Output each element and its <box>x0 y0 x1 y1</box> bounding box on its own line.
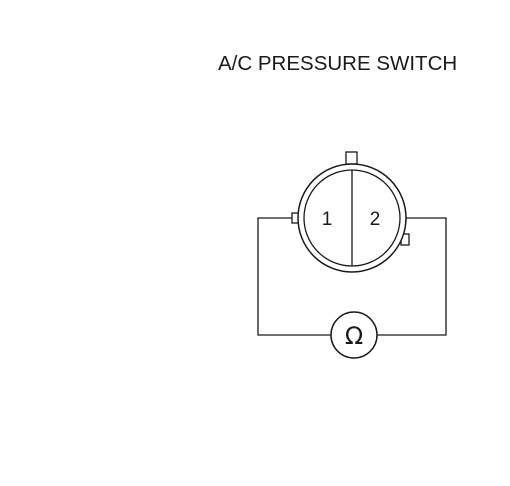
ohmmeter-circle <box>330 311 378 359</box>
ohm-symbol: Ω <box>345 322 363 350</box>
pin-2-label: 2 <box>370 209 381 230</box>
wire-left <box>257 217 331 336</box>
connector-top-tab <box>345 151 358 165</box>
pin-1-label: 1 <box>322 209 333 230</box>
ohmmeter-icon: Ω <box>330 311 378 359</box>
pressure-switch-connector: 1 2 <box>291 151 410 273</box>
wire-right <box>377 217 447 336</box>
diagram-title: A/C PRESSURE SWITCH <box>218 52 458 75</box>
